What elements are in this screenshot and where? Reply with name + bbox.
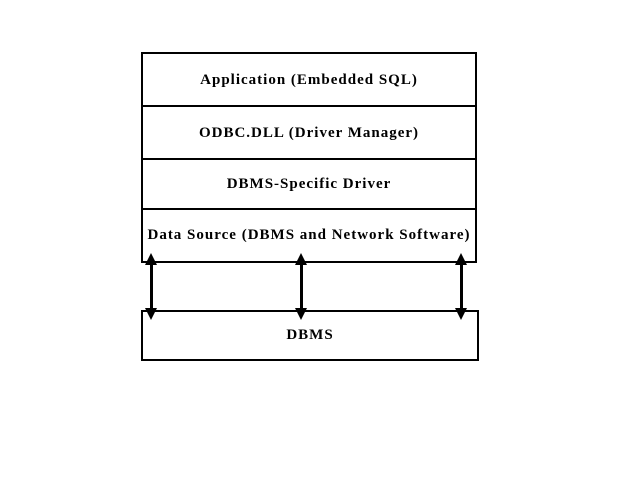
arrowhead-up-icon: [295, 253, 307, 265]
bidirectional-arrow-right: [455, 253, 468, 320]
arrowhead-up-icon: [145, 253, 157, 265]
layer-label-data-source: Data Source (DBMS and Network Software): [147, 227, 471, 243]
bidirectional-arrow-left: [145, 253, 158, 320]
arrow-shaft: [460, 262, 463, 311]
layer-label-dbms-specific-driver: DBMS-Specific Driver: [226, 176, 392, 192]
bidirectional-arrow-middle: [295, 253, 308, 320]
layer-box-application: Application (Embedded SQL): [141, 52, 477, 108]
dbms-label: DBMS: [286, 327, 334, 343]
layer-box-dbms-specific-driver: DBMS-Specific Driver: [141, 158, 477, 211]
arrowhead-down-icon: [295, 308, 307, 320]
layer-label-application: Application (Embedded SQL): [200, 71, 418, 88]
layer-box-data-source: Data Source (DBMS and Network Software): [141, 208, 477, 263]
arrowhead-up-icon: [455, 253, 467, 265]
dbms-box: DBMS: [141, 310, 479, 361]
arrow-shaft: [300, 262, 303, 311]
arrowhead-down-icon: [145, 308, 157, 320]
arrowhead-down-icon: [455, 308, 467, 320]
layer-box-odbc-dll: ODBC.DLL (Driver Manager): [141, 105, 477, 161]
arrow-shaft: [150, 262, 153, 311]
layer-label-odbc-dll: ODBC.DLL (Driver Manager): [198, 124, 420, 141]
